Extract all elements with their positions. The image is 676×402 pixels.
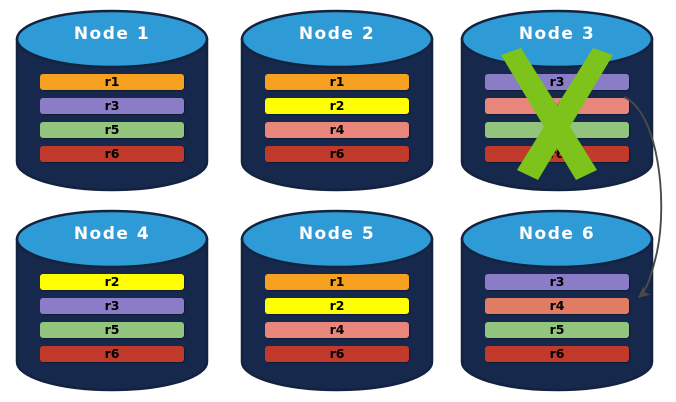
replica-bar-list: r2 r3 r5 r6 <box>40 274 184 370</box>
replica-label: r2 <box>104 274 120 289</box>
replica-label: r5 <box>549 122 565 137</box>
replica-bar[interactable]: r1 <box>265 274 409 290</box>
replica-label: r2 <box>329 298 345 313</box>
replica-bar[interactable]: r2 <box>265 98 409 114</box>
replica-label: r6 <box>104 146 120 161</box>
replica-bar[interactable]: r5 <box>485 122 629 138</box>
replica-label: r3 <box>104 298 120 313</box>
replica-bar[interactable]: r3 <box>485 274 629 290</box>
replica-bar[interactable]: r2 <box>265 298 409 314</box>
replica-label: r2 <box>329 98 345 113</box>
replica-label: r4 <box>329 122 345 137</box>
replica-bar[interactable]: r6 <box>265 146 409 162</box>
replica-bar[interactable]: r4 <box>485 98 629 114</box>
replica-label: r6 <box>104 346 120 361</box>
replica-label: r3 <box>549 74 565 89</box>
replica-label: r3 <box>549 274 565 289</box>
replica-bar[interactable]: r1 <box>265 74 409 90</box>
replica-label: r4 <box>329 322 345 337</box>
replica-bar[interactable]: r3 <box>485 74 629 90</box>
replica-label: r1 <box>329 274 345 289</box>
replica-bar-list: r3 r4 r5 r6 <box>485 74 629 170</box>
replica-label: r4 <box>549 98 565 113</box>
replica-bar[interactable]: r5 <box>40 122 184 138</box>
replica-bar[interactable]: r6 <box>485 346 629 362</box>
replica-label: r6 <box>329 146 345 161</box>
replica-bar-list: r1 r2 r4 r6 <box>265 274 409 370</box>
cylinder-top-ellipse <box>240 9 434 69</box>
replica-bar-list: r1 r2 r4 r6 <box>265 74 409 170</box>
replica-label: r5 <box>549 322 565 337</box>
replica-label: r1 <box>329 74 345 89</box>
replica-bar-list: r3 r4 r5 r6 <box>485 274 629 370</box>
replica-label: r6 <box>329 346 345 361</box>
replica-bar[interactable]: r3 <box>40 98 184 114</box>
cylinder-top-ellipse <box>460 209 654 269</box>
replica-label: r5 <box>104 322 120 337</box>
cylinder-top-ellipse <box>15 9 209 69</box>
replica-bar[interactable]: r1 <box>40 74 184 90</box>
replica-label: r6 <box>549 146 565 161</box>
replica-bar[interactable]: r6 <box>485 146 629 162</box>
replica-bar[interactable]: r3 <box>40 298 184 314</box>
replica-bar[interactable]: r4 <box>265 122 409 138</box>
replica-bar[interactable]: r6 <box>40 346 184 362</box>
replica-bar[interactable]: r6 <box>265 346 409 362</box>
cylinder-top-ellipse <box>15 209 209 269</box>
replica-bar-list: r1 r3 r5 r6 <box>40 74 184 170</box>
replica-label: r6 <box>549 346 565 361</box>
replica-label: r1 <box>104 74 120 89</box>
replica-bar[interactable]: r4 <box>265 322 409 338</box>
replica-bar[interactable]: r2 <box>40 274 184 290</box>
cylinder-top-ellipse <box>460 9 654 69</box>
replica-label: r5 <box>104 122 120 137</box>
replica-bar[interactable]: r6 <box>40 146 184 162</box>
replica-bar[interactable]: r5 <box>40 322 184 338</box>
replica-bar[interactable]: r5 <box>485 322 629 338</box>
cylinder-top-ellipse <box>240 209 434 269</box>
replica-label: r4 <box>549 298 565 313</box>
replica-label: r3 <box>104 98 120 113</box>
replica-bar[interactable]: r4 <box>485 298 629 314</box>
